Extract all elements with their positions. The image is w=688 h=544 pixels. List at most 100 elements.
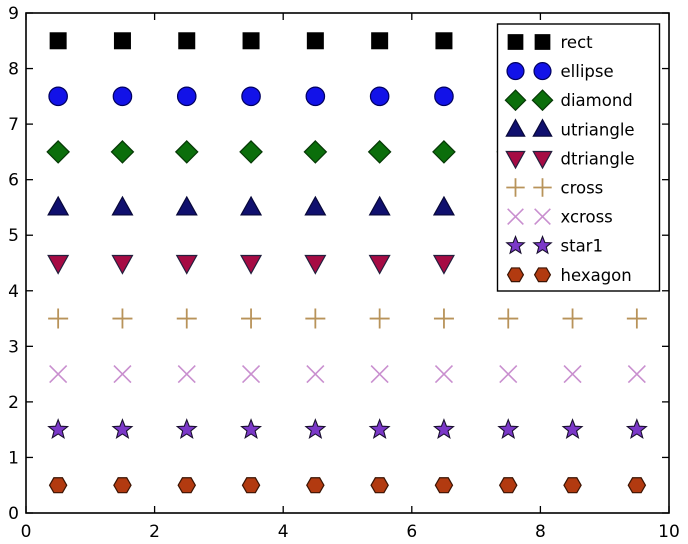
marker-utriangle xyxy=(175,195,198,216)
marker-star1 xyxy=(304,418,327,439)
marker-rect xyxy=(371,32,389,50)
marker-xcross xyxy=(241,365,261,384)
legend-marker-star1 xyxy=(505,234,526,255)
legend-entry-dtriangle: dtriangle xyxy=(505,149,635,170)
marker-rect xyxy=(49,32,67,50)
x-tick-label: 10 xyxy=(658,522,680,542)
legend-marker-ellipse xyxy=(506,62,525,81)
marker-utriangle xyxy=(368,195,391,216)
y-tick-label: 8 xyxy=(8,60,19,80)
marker-ellipse xyxy=(305,86,326,107)
marker-hexagon xyxy=(113,477,132,494)
y-tick-label: 7 xyxy=(8,115,19,135)
legend-marker-utriangle xyxy=(505,118,526,137)
marker-utriangle xyxy=(304,195,327,216)
marker-cross xyxy=(48,308,69,329)
y-tick-label: 0 xyxy=(8,504,19,524)
marker-star1 xyxy=(47,418,70,439)
legend-marker-star1 xyxy=(532,234,553,255)
marker-star1 xyxy=(240,418,263,439)
legend-label: dtriangle xyxy=(561,149,635,168)
marker-diamond xyxy=(432,140,456,164)
marker-rect xyxy=(435,32,453,50)
marker-utriangle xyxy=(432,195,455,216)
legend-marker-hexagon xyxy=(533,267,552,283)
x-tick-label: 4 xyxy=(278,522,289,542)
legend-entry-utriangle: utriangle xyxy=(505,118,635,139)
legend-label: xcross xyxy=(561,208,613,227)
marker-diamond xyxy=(239,140,263,164)
legend-box xyxy=(496,23,661,292)
marker-hexagon xyxy=(627,477,647,494)
legend-label: ellipse xyxy=(561,62,614,81)
marker-star1 xyxy=(561,418,584,439)
legend-marker-cross xyxy=(506,178,525,197)
x-tick-label: 2 xyxy=(149,522,160,542)
marker-star1 xyxy=(111,418,134,439)
legend-label: hexagon xyxy=(561,266,632,285)
marker-hexagon xyxy=(177,477,197,494)
legend-marker-diamond xyxy=(504,89,527,112)
legend-marker-xcross xyxy=(534,208,551,225)
marker-dtriangle xyxy=(47,254,70,275)
marker-diamond xyxy=(110,140,135,164)
x-tick-label: 8 xyxy=(535,522,546,542)
marker-cross xyxy=(176,308,197,329)
marker-xcross xyxy=(177,365,196,384)
marker-cross xyxy=(626,308,647,329)
marker-utriangle xyxy=(47,195,70,216)
series-star1 xyxy=(47,418,648,439)
legend-label: utriangle xyxy=(561,120,635,139)
marker-star1 xyxy=(432,418,455,439)
marker-diamond xyxy=(174,140,199,164)
marker-star1 xyxy=(625,418,648,439)
legend-marker-dtriangle xyxy=(505,150,526,170)
marker-ellipse xyxy=(434,86,454,107)
marker-xcross xyxy=(627,365,646,384)
marker-ellipse xyxy=(176,86,197,107)
marker-cross xyxy=(562,308,583,329)
x-tick-label: 0 xyxy=(21,522,32,542)
legend-label: rect xyxy=(561,33,594,52)
marker-ellipse xyxy=(369,86,390,107)
legend-label: diamond xyxy=(561,91,633,110)
marker-xcross xyxy=(113,365,132,384)
legend-entry-diamond: diamond xyxy=(504,89,633,112)
legend-label: cross xyxy=(561,179,604,198)
marker-dtriangle xyxy=(368,254,391,275)
marker-utriangle xyxy=(240,195,263,216)
series-hexagon xyxy=(48,477,647,494)
marker-cross xyxy=(241,308,262,329)
legend-marker-xcross xyxy=(507,208,524,225)
legend-entry-ellipse: ellipse xyxy=(506,62,614,81)
series-xcross xyxy=(49,365,646,384)
y-tick-label: 6 xyxy=(8,171,19,191)
legend-marker-utriangle xyxy=(532,118,553,137)
marker-ellipse xyxy=(241,86,261,107)
marker-dtriangle xyxy=(240,254,263,275)
series-dtriangle xyxy=(47,254,648,275)
legend-marker-diamond xyxy=(531,89,554,112)
legend-label: star1 xyxy=(561,237,603,256)
y-tick-label: 4 xyxy=(8,282,19,302)
marker-hexagon xyxy=(241,477,261,494)
y-tick-label: 5 xyxy=(8,226,19,246)
marker-cross xyxy=(369,308,390,329)
marker-hexagon xyxy=(306,477,325,494)
plot-border xyxy=(25,12,670,514)
y-tick-label: 9 xyxy=(8,4,19,24)
marker-hexagon xyxy=(498,477,518,494)
marker-dtriangle xyxy=(175,254,198,275)
marker-xcross xyxy=(370,365,389,384)
marker-ellipse xyxy=(112,86,133,107)
legend-marker-hexagon xyxy=(506,267,525,283)
marker-xcross xyxy=(434,365,454,384)
x-tick-label: 6 xyxy=(406,522,417,542)
marker-xcross xyxy=(49,365,68,384)
legend-entry-rect: rect xyxy=(507,33,594,52)
marker-ellipse xyxy=(48,86,68,107)
y-tick-label: 1 xyxy=(8,448,19,468)
marker-hexagon xyxy=(48,477,68,494)
